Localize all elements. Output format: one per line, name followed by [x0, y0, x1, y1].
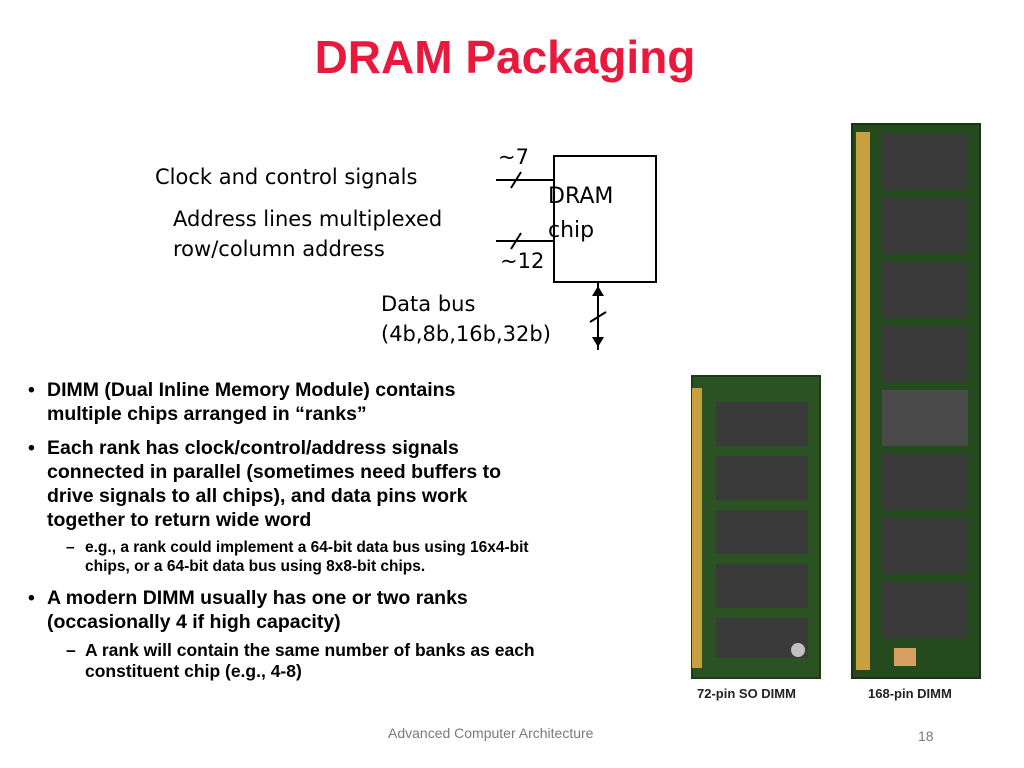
page-number: 18	[918, 728, 934, 744]
bullet-line: together to return wide word	[47, 509, 312, 531]
address-width: ~12	[500, 249, 545, 273]
address-label-line2: row/column address	[173, 237, 385, 261]
dimm-caption: 168-pin DIMM	[868, 686, 952, 701]
sub-bullet-item: – e.g., a rank could implement a 64-bit …	[28, 538, 678, 576]
bullet-item: • DIMM (Dual Inline Memory Module) conta…	[28, 378, 678, 426]
sub-bullet-line: chips, or a 64-bit data bus using 8x8-bi…	[85, 558, 426, 575]
data-bus-label: Data bus (4b,8b,16b,32b)	[381, 289, 551, 349]
dimm-chip	[882, 262, 968, 318]
dimm-chip	[882, 198, 968, 254]
dimm-chip	[882, 582, 968, 638]
address-bus-slash	[510, 232, 522, 250]
sub-bullet-line: constituent chip (e.g., 4-8)	[85, 661, 302, 681]
data-bus-label-line2: (4b,8b,16b,32b)	[381, 322, 551, 346]
so-dimm-caption: 72-pin SO DIMM	[697, 686, 796, 701]
bullet-marker: •	[28, 587, 35, 609]
sub-bullet-line: e.g., a rank could implement a 64-bit da…	[85, 539, 529, 556]
sub-bullet-line: A rank will contain the same number of b…	[85, 640, 535, 660]
sub-bullet-item: – A rank will contain the same number of…	[28, 640, 678, 682]
data-bus-arrow-down	[592, 337, 604, 347]
dimm-chip	[882, 134, 968, 190]
data-bus-arrow-up	[592, 286, 604, 296]
so-dimm-chip	[716, 456, 808, 500]
bullet-line: Each rank has clock/control/address sign…	[47, 437, 459, 459]
bullet-line: (occasionally 4 if high capacity)	[47, 611, 341, 633]
dimm-chip	[882, 326, 968, 382]
so-dimm-chip	[716, 402, 808, 446]
so-dimm-chip	[716, 564, 808, 608]
dimm-controller-chip	[882, 390, 968, 446]
address-label: Address lines multiplexed row/column add…	[173, 204, 442, 264]
bullet-line: DIMM (Dual Inline Memory Module) contain…	[47, 379, 456, 401]
clock-bus-slash	[510, 171, 522, 189]
clock-width: ~7	[498, 145, 529, 169]
clock-label: Clock and control signals	[155, 165, 418, 189]
bullet-marker: •	[28, 437, 35, 459]
bullet-item: • Each rank has clock/control/address si…	[28, 436, 678, 532]
dimm-chip	[882, 454, 968, 510]
bullet-marker: •	[28, 379, 35, 401]
footer-text: Advanced Computer Architecture	[388, 725, 594, 741]
dimm-168-module	[851, 123, 981, 679]
bullet-line: A modern DIMM usually has one or two ran…	[47, 587, 468, 609]
bullet-line: connected in parallel (sometimes need bu…	[47, 461, 502, 483]
dimm-photo	[686, 120, 1000, 720]
chip-label-line2: chip	[548, 218, 595, 243]
address-label-line1: Address lines multiplexed	[173, 207, 443, 231]
so-dimm-chip	[716, 510, 808, 554]
slide-title: DRAM Packaging	[314, 31, 696, 83]
data-bus-label-line1: Data bus	[381, 292, 476, 316]
bullet-item: • A modern DIMM usually has one or two r…	[28, 586, 678, 634]
sub-bullet-marker: –	[66, 640, 76, 660]
sub-bullet-marker: –	[66, 539, 75, 556]
bullet-list: • DIMM (Dual Inline Memory Module) conta…	[28, 378, 678, 692]
chip-label-line1: DRAM	[548, 184, 614, 209]
bullet-line: multiple chips arranged in “ranks”	[47, 403, 367, 425]
so-dimm-module	[691, 375, 821, 679]
dimm-chip	[882, 518, 968, 574]
dram-chip-box	[553, 155, 657, 283]
bullet-line: drive signals to all chips), and data pi…	[47, 485, 468, 507]
data-bus-slash	[589, 311, 607, 323]
dram-chip-label: DRAM chip	[548, 180, 613, 248]
